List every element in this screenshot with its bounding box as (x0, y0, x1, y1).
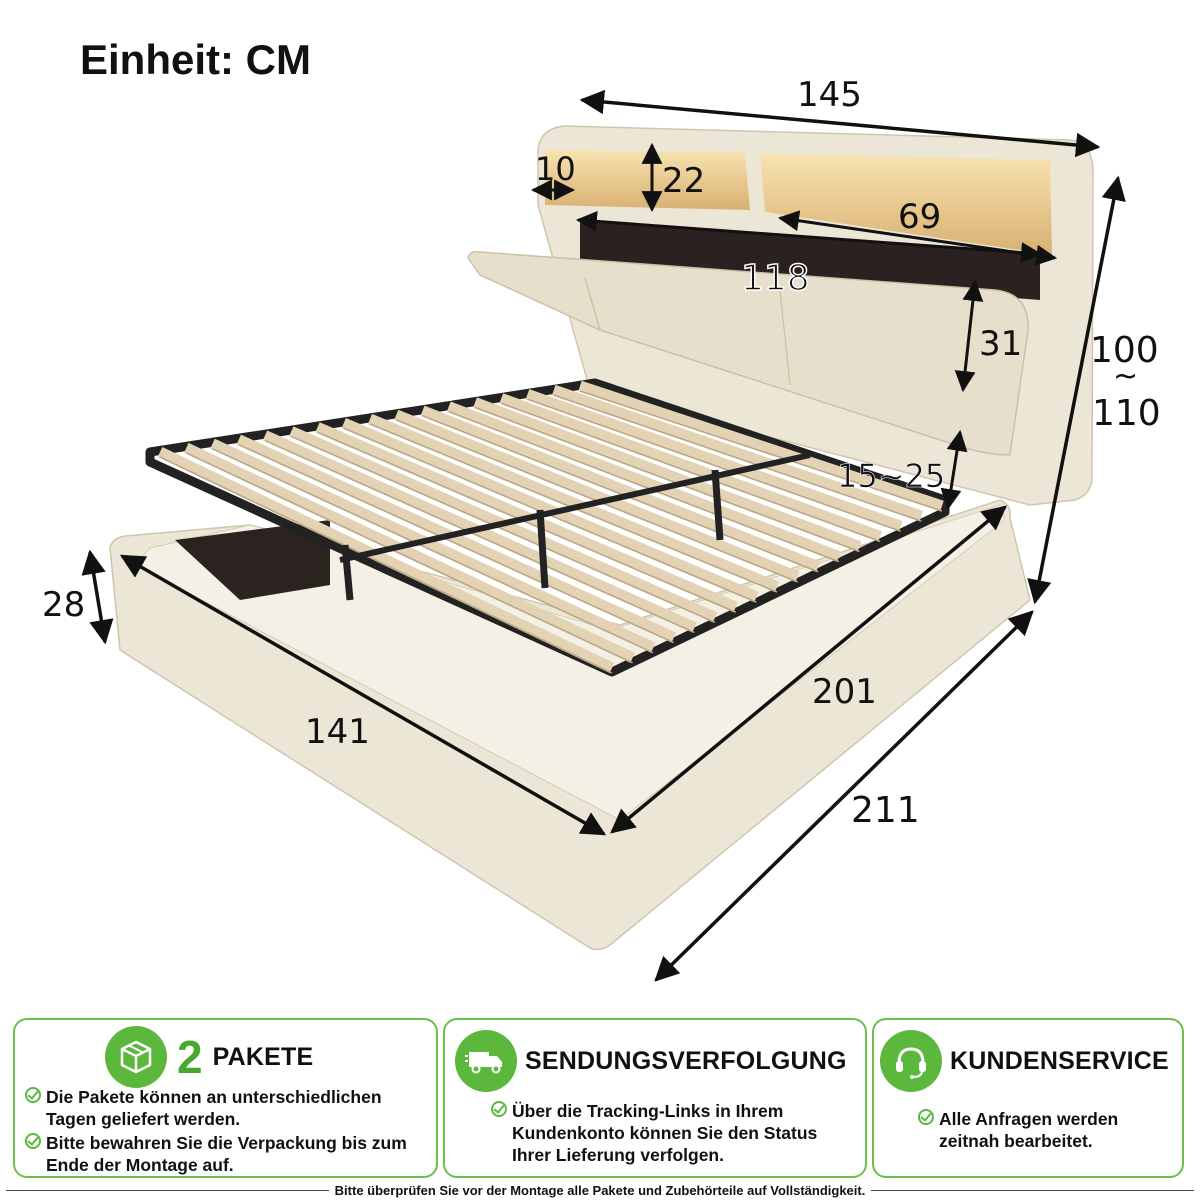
list-item: Die Pakete können an unterschiedlichen T… (25, 1086, 435, 1130)
bed-diagram: Einheit: CM (42, 36, 1161, 982)
label-storage-width: 118 (741, 258, 810, 299)
list-item: Über die Tracking-Links in Ihrem Kundenk… (491, 1100, 851, 1166)
package-count: 2 (177, 1031, 203, 1083)
bed-slat-edge (579, 390, 943, 512)
footer-note: Bitte überprüfen Sie vor der Montage all… (0, 1181, 1200, 1199)
card-tracking: SENDUNGSVERFOLGUNG Über die Tracking-Lin… (443, 1018, 867, 1178)
arrow-storage-height (954, 279, 984, 393)
label-shelf-width: 69 (898, 197, 941, 237)
package-box-icon (105, 1026, 167, 1088)
footer-note-text: Bitte überprüfen Sie vor der Montage all… (334, 1182, 866, 1198)
check-icon (25, 1133, 41, 1149)
arrow-frame-height (81, 549, 114, 645)
label-frame-height: 28 (42, 585, 85, 625)
support-leg (711, 469, 724, 541)
label-total-height-max: 110 (1092, 393, 1161, 434)
label-slat-lift: 15~25 (837, 457, 945, 495)
arrow-headboard-width (579, 89, 1101, 158)
label-shelf-height: 22 (662, 161, 705, 201)
center-support-bar (339, 452, 811, 563)
list-item: Alle Anfragen werden zeitnah bearbeitet. (918, 1108, 1178, 1152)
shelf-left (545, 150, 750, 210)
label-storage-height: 31 (979, 324, 1022, 364)
bed-slat (551, 384, 924, 522)
label-total-length: 211 (851, 790, 920, 831)
headset-icon (880, 1030, 942, 1092)
label-total-height: 100 (1090, 330, 1159, 371)
label-inner-length: 201 (812, 672, 877, 712)
label-headboard-width: 145 (797, 75, 862, 115)
support-leg (341, 544, 354, 601)
card-packages-title: PAKETE (212, 1042, 314, 1071)
label-inner-width: 141 (305, 712, 370, 752)
arrow-slat-lift (940, 429, 968, 511)
bed-slat (525, 389, 903, 532)
list-item: Bitte bewahren Sie die Verpackung bis zu… (25, 1132, 435, 1176)
check-icon (491, 1101, 507, 1117)
support-leg (536, 509, 549, 589)
arrow-total-length (654, 610, 1034, 982)
card-service-title: KUNDENSERVICE (950, 1046, 1169, 1075)
label-total-height-sep: ~ (1113, 359, 1138, 394)
delivery-truck-icon (455, 1030, 517, 1092)
card-tracking-title: SENDUNGSVERFOLGUNG (525, 1046, 847, 1075)
arrow-total-height (1027, 175, 1126, 605)
unit-title: Einheit: CM (80, 36, 311, 83)
label-shelf-side: 10 (535, 150, 576, 188)
headboard-cushion (467, 250, 1029, 456)
arrow-storage-width (575, 210, 1043, 264)
check-icon (25, 1087, 41, 1103)
bed-illustration: 145 10 22 69 118 31 100 ~ 110 15~25 28 1… (42, 75, 1161, 982)
card-service: KUNDENSERVICE Alle Anfragen werden zeitn… (872, 1018, 1184, 1178)
bed-slat (578, 380, 944, 512)
check-icon (918, 1109, 934, 1125)
bed-slat-edge (553, 394, 922, 522)
card-packages: 2 PAKETE Die Pakete können an unterschie… (13, 1018, 438, 1178)
arrow-inner-width (119, 554, 607, 836)
